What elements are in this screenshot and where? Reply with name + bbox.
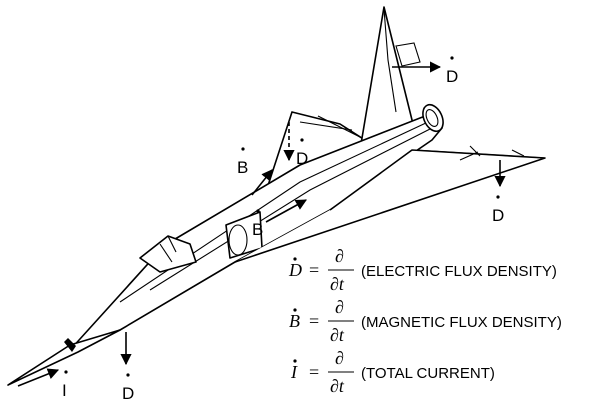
svg-text:D: D <box>296 149 308 168</box>
arrow-b-wing <box>251 169 273 196</box>
equation-electric-flux: D = ∂ ∂t (ELECTRIC FLUX DENSITY) <box>288 246 557 294</box>
tail-panel <box>395 42 421 67</box>
svg-text:∂: ∂ <box>335 246 344 266</box>
svg-text:D: D <box>122 384 134 403</box>
svg-text:=: = <box>309 362 319 382</box>
svg-text:∂: ∂ <box>335 348 344 368</box>
svg-text:B: B <box>289 311 300 331</box>
svg-text:∂t: ∂t <box>330 376 345 396</box>
svg-text:∂t: ∂t <box>330 274 345 294</box>
svg-text:(MAGNETIC FLUX DENSITY): (MAGNETIC FLUX DENSITY) <box>361 314 562 331</box>
equation-magnetic-flux: B = ∂ ∂t (MAGNETIC FLUX DENSITY) <box>289 297 562 345</box>
label-b-wing: B <box>237 147 248 177</box>
aircraft-outline <box>7 6 546 386</box>
svg-text:(TOTAL CURRENT): (TOTAL CURRENT) <box>361 365 495 382</box>
svg-text:∂: ∂ <box>335 297 344 317</box>
label-i-nose: I <box>62 370 68 400</box>
svg-text:B: B <box>237 158 248 177</box>
equations-block: D = ∂ ∂t (ELECTRIC FLUX DENSITY) B = ∂ ∂… <box>288 246 562 396</box>
arrow-i-nose <box>17 368 60 387</box>
label-d-left-wing: D <box>296 138 308 168</box>
svg-text:D: D <box>288 260 302 280</box>
svg-text:(ELECTRIC FLUX DENSITY): (ELECTRIC FLUX DENSITY) <box>361 263 557 280</box>
exhaust-nozzle <box>422 103 444 133</box>
svg-text:I: I <box>62 381 67 400</box>
label-d-nose: D <box>122 373 134 403</box>
svg-text:=: = <box>309 311 319 331</box>
label-d-tail: D <box>446 56 458 86</box>
svg-text:=: = <box>309 260 319 280</box>
svg-text:D: D <box>492 206 504 225</box>
svg-text:D: D <box>446 67 458 86</box>
field-labels: D D D B B D I <box>62 56 504 403</box>
label-b-fuselage: B <box>252 209 263 239</box>
equation-total-current: I = ∂ ∂t (TOTAL CURRENT) <box>290 348 495 396</box>
arrow-b-fuselage <box>265 199 307 223</box>
label-d-right-wing: D <box>492 195 504 225</box>
cockpit-canopy <box>139 235 197 273</box>
svg-text:∂t: ∂t <box>330 325 345 345</box>
nose-band <box>64 338 76 352</box>
nose-cone <box>7 329 121 386</box>
svg-text:B: B <box>252 220 263 239</box>
field-arrows <box>17 61 506 387</box>
svg-text:I: I <box>290 362 298 382</box>
